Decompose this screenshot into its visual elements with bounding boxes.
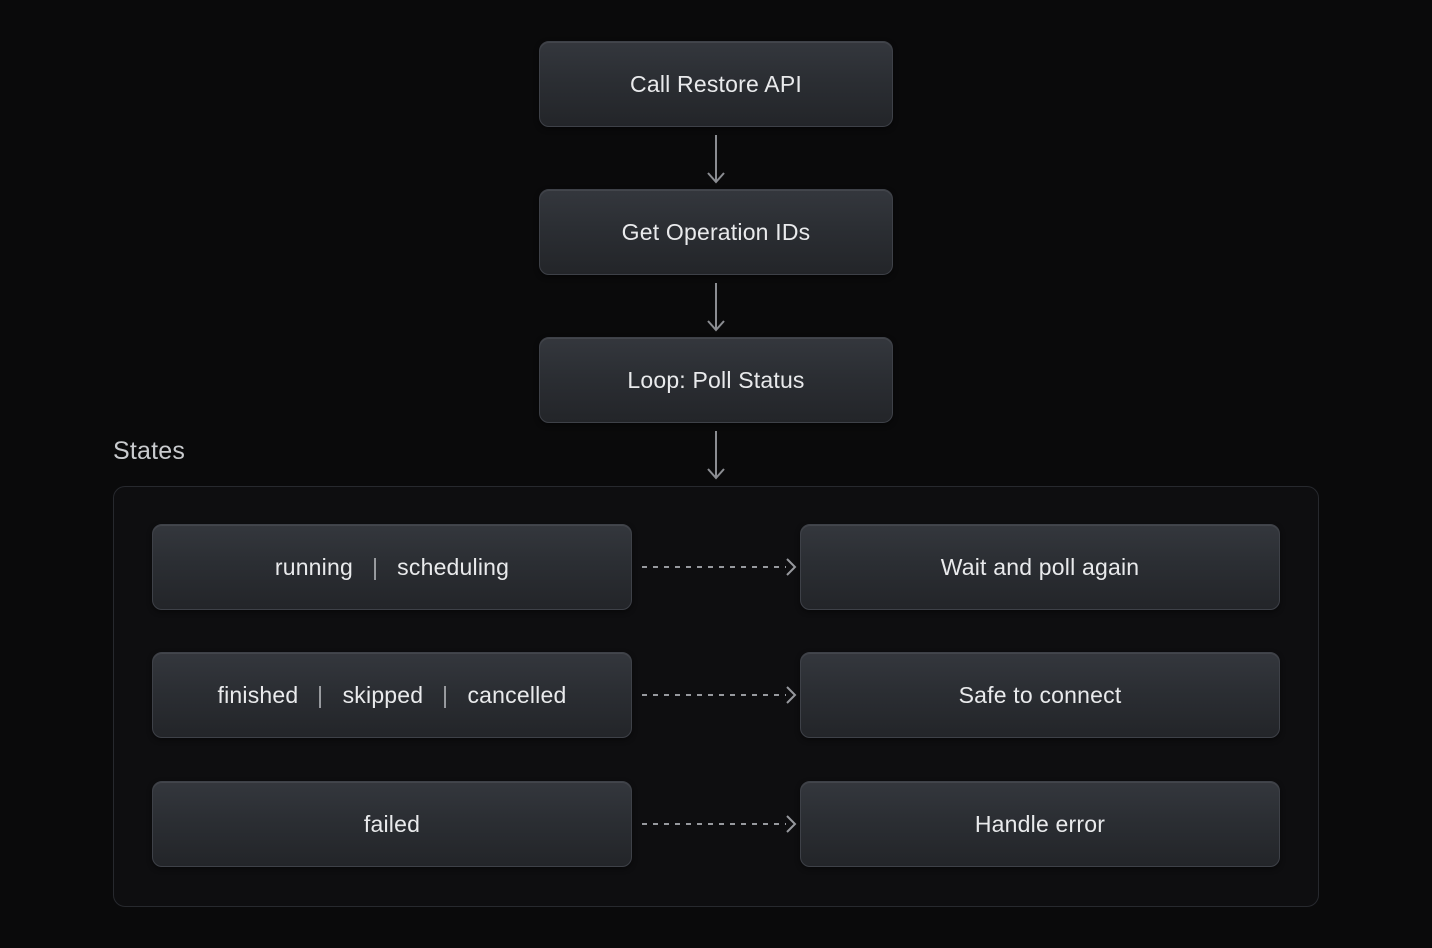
dashed-arrow-icon bbox=[642, 558, 797, 576]
dashed-arrow-icon bbox=[642, 815, 797, 833]
dashed-arrow-icon bbox=[642, 686, 797, 704]
state-label: finished bbox=[217, 681, 299, 708]
state-label: cancelled bbox=[467, 681, 567, 708]
outcome-node-wait-and-poll-again: Wait and poll again bbox=[800, 524, 1280, 610]
state-node-finished-skipped-cancelled: finished | skipped | cancelled bbox=[152, 652, 632, 738]
states-section-title: States bbox=[113, 437, 186, 465]
state-label: skipped bbox=[342, 681, 424, 708]
outcome-node-safe-to-connect: Safe to connect bbox=[800, 652, 1280, 738]
state-separator: | bbox=[318, 681, 323, 708]
state-separator: | bbox=[372, 553, 378, 580]
down-arrow-icon bbox=[707, 431, 725, 480]
state-node-failed: failed bbox=[152, 781, 632, 867]
state-label: scheduling bbox=[397, 553, 510, 580]
flow-step-label: Get Operation IDs bbox=[621, 218, 811, 245]
outcome-label: Handle error bbox=[974, 810, 1106, 837]
state-label: failed bbox=[363, 810, 421, 837]
state-label: running bbox=[274, 553, 353, 580]
flow-step-label: Call Restore API bbox=[630, 70, 802, 97]
outcome-label: Safe to connect bbox=[958, 681, 1122, 708]
flow-step-get-operation-ids: Get Operation IDs bbox=[539, 189, 893, 275]
outcome-label: Wait and poll again bbox=[940, 553, 1140, 580]
flow-step-call-restore-api: Call Restore API bbox=[539, 41, 893, 127]
state-separator: | bbox=[442, 681, 448, 708]
flow-step-label: Loop: Poll Status bbox=[627, 366, 805, 393]
state-node-running-scheduling: running | scheduling bbox=[152, 524, 632, 610]
outcome-node-handle-error: Handle error bbox=[800, 781, 1280, 867]
down-arrow-icon bbox=[707, 135, 725, 184]
flow-step-loop-poll-status: Loop: Poll Status bbox=[539, 337, 893, 423]
down-arrow-icon bbox=[707, 283, 725, 332]
